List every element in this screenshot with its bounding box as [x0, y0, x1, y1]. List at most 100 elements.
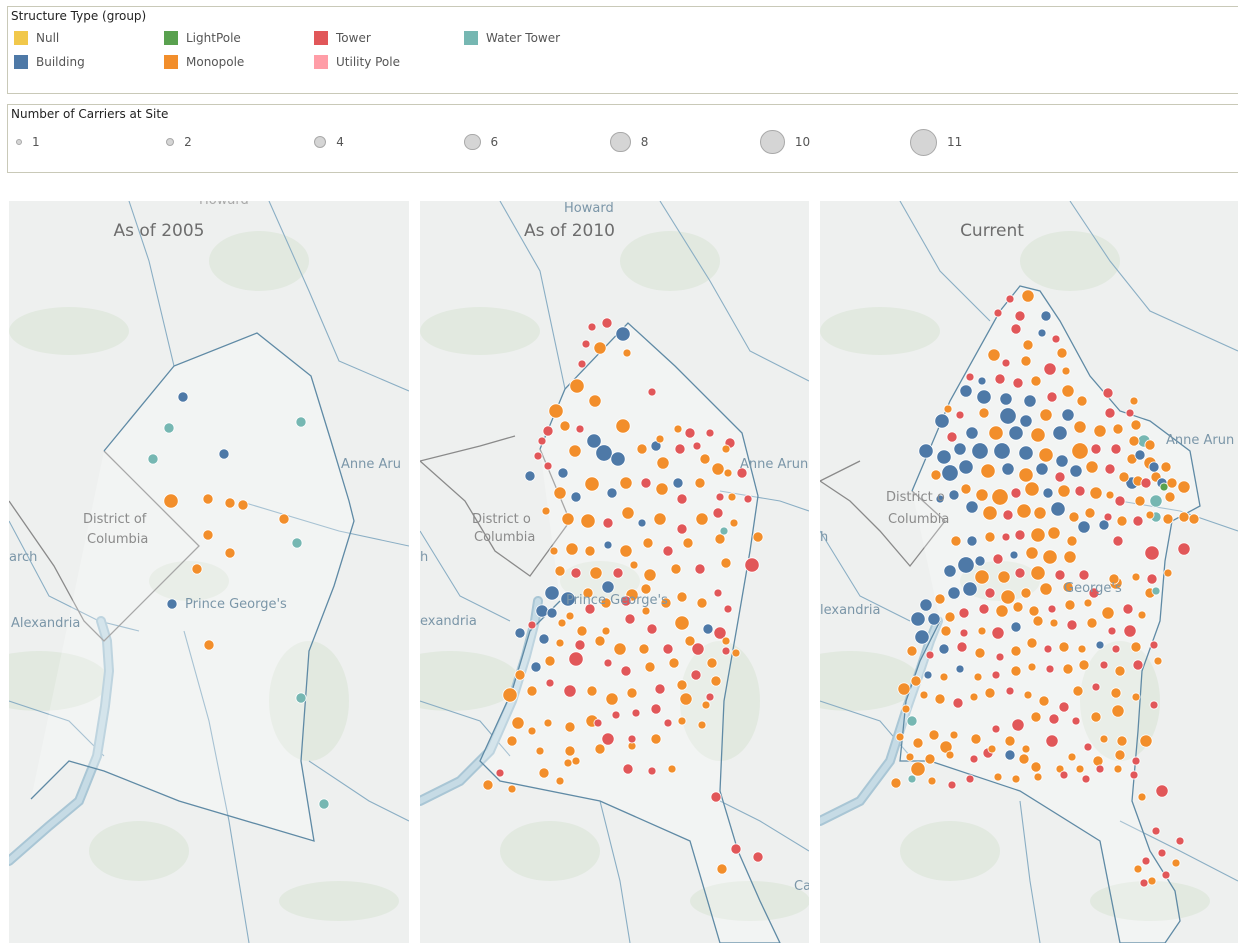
- site-building[interactable]: [514, 627, 526, 639]
- site-building[interactable]: [941, 464, 959, 482]
- site-monopole[interactable]: [890, 777, 902, 789]
- site-monopole[interactable]: [642, 537, 654, 549]
- site-monopole[interactable]: [1083, 598, 1093, 608]
- site-monopole[interactable]: [977, 626, 987, 636]
- site-tower[interactable]: [662, 545, 674, 557]
- site-tower[interactable]: [744, 557, 760, 573]
- site-monopole[interactable]: [1018, 467, 1034, 483]
- map-panel-2005[interactable]: As of 2005 Howard Anne Aru District of C…: [9, 201, 409, 943]
- site-tower[interactable]: [1104, 463, 1116, 475]
- site-monopole[interactable]: [1033, 506, 1047, 520]
- site-tower[interactable]: [994, 373, 1006, 385]
- site-tower[interactable]: [723, 604, 733, 614]
- site-monopole[interactable]: [549, 546, 559, 556]
- site-monopole[interactable]: [1128, 435, 1140, 447]
- site-building[interactable]: [962, 581, 978, 597]
- site-monopole[interactable]: [723, 468, 733, 478]
- site-tower[interactable]: [1014, 567, 1026, 579]
- site-tower[interactable]: [1099, 660, 1109, 670]
- site-building[interactable]: [910, 611, 926, 627]
- legend-size-8[interactable]: 8: [610, 131, 648, 153]
- site-tower[interactable]: [1103, 512, 1113, 522]
- site-monopole[interactable]: [1026, 637, 1038, 649]
- site-monopole[interactable]: [670, 563, 682, 575]
- site-tower[interactable]: [650, 703, 662, 715]
- site-tower[interactable]: [542, 425, 554, 437]
- site-monopole[interactable]: [594, 635, 606, 647]
- site-tower[interactable]: [1054, 569, 1066, 581]
- site-building[interactable]: [546, 607, 558, 619]
- site-monopole[interactable]: [1039, 582, 1053, 596]
- site-building[interactable]: [965, 426, 979, 440]
- site-monopole[interactable]: [720, 557, 732, 569]
- site-monopole[interactable]: [679, 692, 693, 706]
- legend-size-6[interactable]: 6: [464, 133, 498, 151]
- site-monopole[interactable]: [1177, 480, 1191, 494]
- site-building[interactable]: [637, 518, 647, 528]
- site-building[interactable]: [955, 664, 965, 674]
- site-monopole[interactable]: [716, 863, 728, 875]
- legend-item-tower[interactable]: Tower: [314, 31, 371, 45]
- site-tower[interactable]: [1129, 770, 1139, 780]
- site-monopole[interactable]: [1072, 685, 1084, 697]
- site-monopole[interactable]: [1033, 772, 1043, 782]
- site-monopole[interactable]: [1021, 289, 1035, 303]
- site-building[interactable]: [1040, 310, 1052, 322]
- site-monopole[interactable]: [1166, 477, 1178, 489]
- site-monopole[interactable]: [984, 687, 996, 699]
- site-monopole[interactable]: [927, 776, 937, 786]
- site-monopole[interactable]: [638, 643, 650, 655]
- site-tower[interactable]: [1155, 784, 1169, 798]
- site-tower[interactable]: [965, 774, 975, 784]
- site-monopole[interactable]: [543, 718, 553, 728]
- site-tower[interactable]: [705, 692, 715, 702]
- site-tower[interactable]: [684, 427, 696, 439]
- site-monopole[interactable]: [237, 499, 249, 511]
- site-building[interactable]: [1077, 520, 1091, 534]
- site-monopole[interactable]: [924, 753, 936, 765]
- site-monopole[interactable]: [1133, 864, 1143, 874]
- site-tower[interactable]: [674, 443, 686, 455]
- site-building[interactable]: [166, 598, 178, 610]
- site-tower[interactable]: [603, 658, 613, 668]
- site-monopole[interactable]: [676, 591, 688, 603]
- site-monopole[interactable]: [1066, 535, 1078, 547]
- site-monopole[interactable]: [1118, 471, 1130, 483]
- site-monopole[interactable]: [1020, 355, 1032, 367]
- site-monopole[interactable]: [934, 693, 946, 705]
- site-tower[interactable]: [1114, 495, 1126, 507]
- site-monopole[interactable]: [1064, 599, 1076, 611]
- site-monopole[interactable]: [1018, 753, 1030, 765]
- site-monopole[interactable]: [1012, 601, 1024, 613]
- site-monopole[interactable]: [527, 726, 537, 736]
- site-monopole[interactable]: [1010, 665, 1022, 677]
- site-building[interactable]: [1061, 408, 1075, 422]
- site-monopole[interactable]: [506, 735, 518, 747]
- site-monopole[interactable]: [1111, 704, 1125, 718]
- site-monopole[interactable]: [1153, 656, 1163, 666]
- site-tower[interactable]: [1058, 701, 1070, 713]
- site-tower[interactable]: [925, 650, 935, 660]
- site-tower[interactable]: [631, 708, 641, 718]
- site-tower[interactable]: [952, 697, 964, 709]
- site-building[interactable]: [959, 384, 973, 398]
- site-tower[interactable]: [1078, 569, 1090, 581]
- site-monopole[interactable]: [511, 716, 525, 730]
- site-monopole[interactable]: [605, 692, 619, 706]
- site-tower[interactable]: [1081, 774, 1091, 784]
- site-monopole[interactable]: [544, 655, 556, 667]
- site-monopole[interactable]: [629, 560, 639, 570]
- site-building[interactable]: [1008, 425, 1024, 441]
- site-tower[interactable]: [1123, 624, 1137, 638]
- site-tower[interactable]: [1014, 310, 1026, 322]
- site-monopole[interactable]: [895, 732, 905, 742]
- site-monopole[interactable]: [949, 730, 959, 740]
- site-tower[interactable]: [691, 642, 705, 656]
- site-building[interactable]: [976, 389, 992, 405]
- site-building[interactable]: [971, 442, 989, 460]
- site-monopole[interactable]: [1108, 573, 1120, 585]
- site-tower[interactable]: [602, 517, 614, 529]
- site-monopole[interactable]: [1057, 484, 1071, 498]
- site-tower[interactable]: [712, 507, 724, 519]
- site-monopole[interactable]: [1067, 752, 1077, 762]
